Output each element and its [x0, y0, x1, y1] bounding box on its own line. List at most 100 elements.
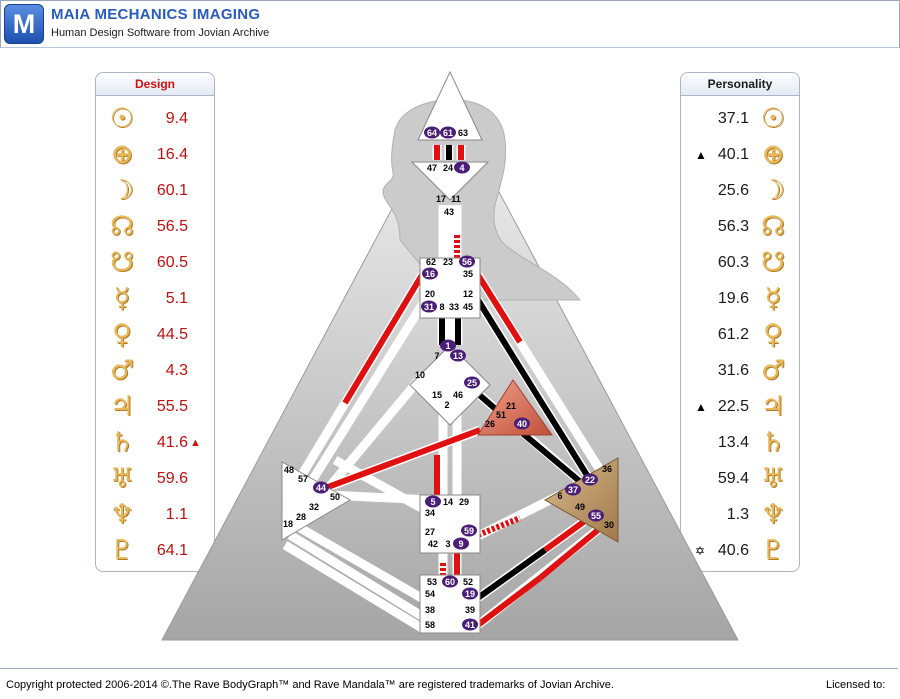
gate-51[interactable]: 51 — [496, 410, 506, 420]
gate-60[interactable]: 60 — [442, 575, 458, 588]
gate-5[interactable]: 5 — [425, 495, 441, 508]
gate-7[interactable]: 7 — [434, 351, 439, 361]
gate-27[interactable]: 27 — [425, 527, 435, 537]
design-gate-line-value: 55.5 — [156, 398, 188, 415]
gate-11[interactable]: 11 — [451, 194, 461, 204]
gate-58[interactable]: 58 — [425, 620, 435, 630]
gate-53[interactable]: 53 — [427, 577, 437, 587]
gate-number: 7 — [434, 351, 439, 361]
gate-34[interactable]: 34 — [425, 508, 435, 518]
north-node-icon: ☊ — [110, 211, 134, 242]
gate-37[interactable]: 37 — [565, 483, 581, 496]
gate-number: 11 — [451, 194, 461, 204]
gate-64[interactable]: 64 — [424, 126, 440, 139]
gate-2[interactable]: 2 — [444, 400, 449, 410]
personality-row: ☿19.6 — [681, 281, 799, 317]
gate-1[interactable]: 1 — [440, 339, 456, 352]
gate-63[interactable]: 63 — [458, 128, 468, 138]
gate-16[interactable]: 16 — [422, 267, 438, 280]
gate-32[interactable]: 32 — [309, 502, 319, 512]
personality-row: ⊕40.1▲ — [681, 137, 799, 173]
gate-4[interactable]: 4 — [454, 161, 470, 174]
gate-14[interactable]: 14 — [443, 497, 453, 507]
gate-33[interactable]: 33 — [449, 302, 459, 312]
licensed-label: Licensed to: — [826, 679, 886, 691]
gate-activation-circle — [442, 575, 458, 588]
gate-6[interactable]: 6 — [557, 491, 562, 501]
personality-panel: Personality ☉37.1⊕40.1▲☽25.6☊56.3☋60.3☿1… — [680, 72, 800, 572]
gate-activation-circle — [459, 255, 475, 268]
gate-24[interactable]: 24 — [443, 163, 453, 173]
personality-heading: Personality — [681, 73, 799, 96]
gate-15[interactable]: 15 — [432, 390, 442, 400]
gate-number: 30 — [604, 520, 614, 530]
gate-56[interactable]: 56 — [459, 255, 475, 268]
gate-number: 20 — [425, 289, 435, 299]
gate-number: 59 — [464, 526, 474, 536]
gate-54[interactable]: 54 — [425, 589, 435, 599]
gate-31[interactable]: 31 — [421, 300, 437, 313]
gate-number: 14 — [443, 497, 453, 507]
gate-17[interactable]: 17 — [436, 194, 446, 204]
gate-activation-circle — [440, 126, 456, 139]
gate-46[interactable]: 46 — [453, 390, 463, 400]
gate-number: 51 — [496, 410, 506, 420]
gate-44[interactable]: 44 — [313, 481, 329, 494]
gate-activation-circle — [462, 587, 478, 600]
gate-38[interactable]: 38 — [425, 605, 435, 615]
design-gate-line-value: 60.1 — [156, 182, 188, 199]
gate-30[interactable]: 30 — [604, 520, 614, 530]
gate-9[interactable]: 9 — [453, 537, 469, 550]
gate-number: 35 — [463, 269, 473, 279]
personality-row: ♂31.6 — [681, 353, 799, 389]
head-center — [417, 70, 483, 141]
gate-3[interactable]: 3 — [445, 539, 450, 549]
gate-57[interactable]: 57 — [298, 474, 308, 484]
gate-21[interactable]: 21 — [506, 401, 516, 411]
personality-gate-line-value: 25.6 — [717, 182, 749, 199]
gate-62[interactable]: 62 — [426, 257, 436, 267]
gate-39[interactable]: 39 — [465, 605, 475, 615]
footer: Copyright protected 2006-2014 ©.The Rave… — [0, 668, 898, 699]
gate-22[interactable]: 22 — [582, 473, 598, 486]
gate-8[interactable]: 8 — [439, 302, 444, 312]
gate-20[interactable]: 20 — [425, 289, 435, 299]
gate-36[interactable]: 36 — [602, 464, 612, 474]
gate-47[interactable]: 47 — [427, 163, 437, 173]
gate-29[interactable]: 29 — [459, 497, 469, 507]
gate-50[interactable]: 50 — [330, 492, 340, 502]
gate-19[interactable]: 19 — [462, 587, 478, 600]
gate-43[interactable]: 43 — [444, 207, 454, 217]
gate-number: 24 — [443, 163, 453, 173]
gate-activation-circle — [464, 376, 480, 389]
gate-40[interactable]: 40 — [514, 417, 530, 430]
gate-23[interactable]: 23 — [443, 257, 453, 267]
gate-52[interactable]: 52 — [463, 577, 473, 587]
gate-25[interactable]: 25 — [464, 376, 480, 389]
saturn-icon: ♄ — [109, 427, 135, 458]
gate-42[interactable]: 42 — [428, 539, 438, 549]
gate-13[interactable]: 13 — [450, 349, 466, 362]
gate-activation-circle — [313, 481, 329, 494]
gate-55[interactable]: 55 — [588, 509, 604, 522]
gate-number: 36 — [602, 464, 612, 474]
gate-49[interactable]: 49 — [575, 502, 585, 512]
gate-18[interactable]: 18 — [283, 519, 293, 529]
fixing-mark-icon: ▲ — [190, 437, 201, 449]
neptune-icon: ♆ — [109, 499, 135, 530]
gate-41[interactable]: 41 — [462, 618, 478, 631]
gate-10[interactable]: 10 — [415, 370, 425, 380]
gate-number: 3 — [445, 539, 450, 549]
gate-35[interactable]: 35 — [463, 269, 473, 279]
gate-number: 54 — [425, 589, 435, 599]
app-title: MAIA MECHANICS IMAGING — [51, 6, 261, 23]
gate-61[interactable]: 61 — [440, 126, 456, 139]
gate-26[interactable]: 26 — [485, 419, 495, 429]
gate-12[interactable]: 12 — [463, 289, 473, 299]
gate-59[interactable]: 59 — [461, 524, 477, 537]
gate-45[interactable]: 45 — [463, 302, 473, 312]
gate-48[interactable]: 48 — [284, 465, 294, 475]
gate-28[interactable]: 28 — [296, 512, 306, 522]
